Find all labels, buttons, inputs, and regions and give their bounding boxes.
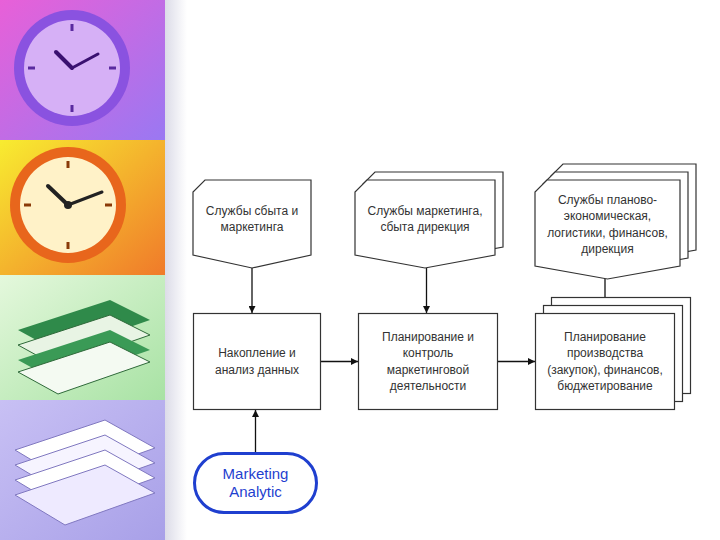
strip-fade	[165, 0, 187, 540]
outline-front	[194, 314, 321, 410]
books-panel	[0, 275, 165, 400]
process-box-stack: Планирование производства (закупок), фин…	[535, 313, 675, 410]
papers-illustration	[15, 420, 155, 525]
node-label: Службы сбыта и маркетинга	[201, 203, 303, 235]
books-illustration	[18, 300, 150, 394]
flow-arrow	[251, 268, 252, 313]
node-outline	[358, 313, 498, 410]
process-box: Планирование и контроль маркетинговой де…	[358, 313, 498, 410]
node-label: Планирование производства (закупок), фин…	[543, 329, 667, 394]
node-outline	[193, 313, 321, 410]
flow-arrow	[321, 361, 358, 362]
outline-front	[193, 180, 311, 268]
source-document-stack: Службы маркетинга, сбыта дирекция	[355, 180, 495, 268]
papers-panel	[0, 400, 165, 540]
outline-front	[355, 180, 495, 268]
node-label: Службы планово-экономическая, логистики,…	[543, 192, 672, 257]
node-label: Службы маркетинга, сбыта дирекция	[363, 203, 487, 235]
clock-panel	[0, 140, 165, 275]
clock-illustration	[14, 10, 130, 126]
flow-arrow	[255, 410, 256, 452]
process-box: Накопление и анализ данных	[193, 313, 321, 410]
source-document: Службы сбыта и маркетинга	[193, 180, 311, 268]
flow-arrow	[426, 268, 427, 313]
clock-illustration	[10, 147, 126, 263]
tool-pill: Marketing Analytic	[193, 452, 318, 514]
outline-front	[535, 180, 680, 279]
outline-front	[536, 314, 675, 410]
flow-arrow	[498, 361, 535, 362]
outline-front	[195, 454, 317, 513]
node-label: Marketing Analytic	[205, 465, 306, 501]
source-document-stack: Службы планово-экономическая, логистики,…	[535, 180, 680, 279]
node-outline	[535, 313, 675, 410]
clock-panel	[0, 0, 165, 140]
node-label: Накопление и анализ данных	[201, 345, 313, 377]
outline-front	[359, 314, 498, 410]
node-label: Планирование и контроль маркетинговой де…	[366, 329, 490, 394]
